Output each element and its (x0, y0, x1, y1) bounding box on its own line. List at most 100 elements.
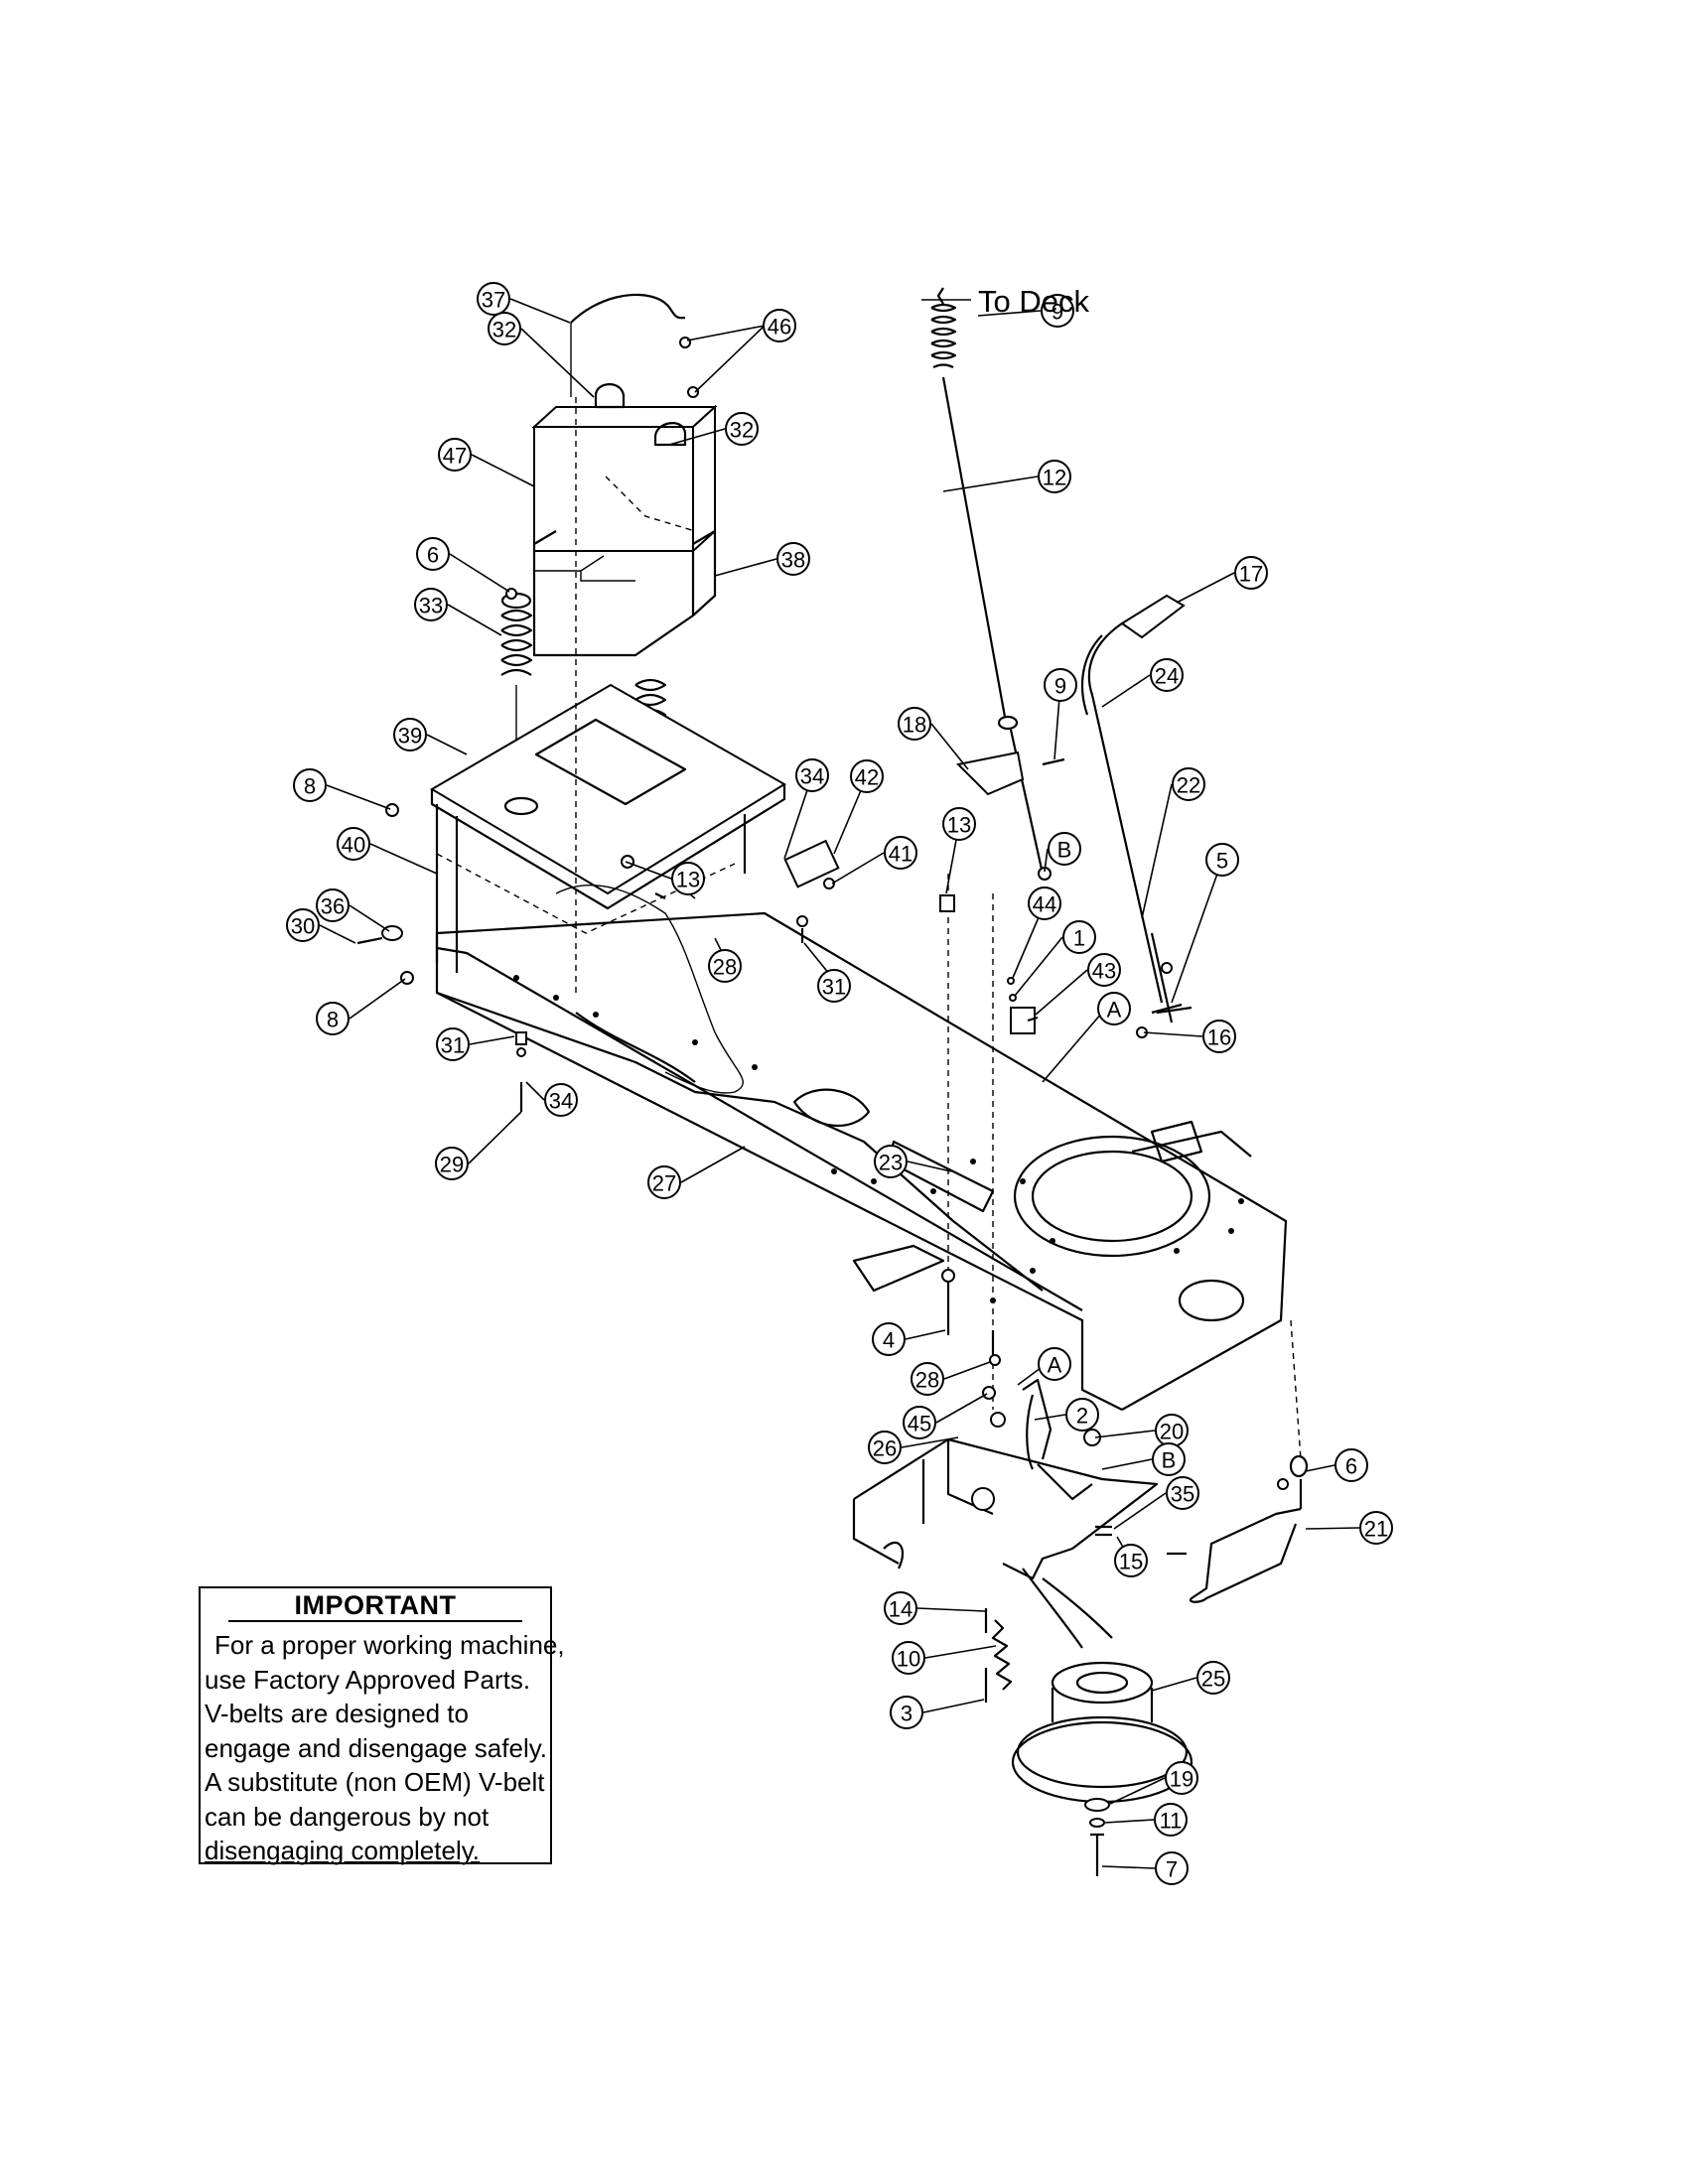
svg-text:41: 41 (889, 842, 912, 867)
callout-29: 29 (435, 1147, 469, 1180)
svg-text:12: 12 (1043, 466, 1066, 490)
callout-23: 23 (874, 1145, 908, 1178)
callout-20: 20 (1155, 1414, 1189, 1447)
callout-A: A (1097, 992, 1131, 1025)
svg-text:15: 15 (1119, 1550, 1143, 1574)
svg-text:11: 11 (1160, 1809, 1183, 1834)
callout-11: 11 (1154, 1803, 1188, 1837)
svg-text:2: 2 (1076, 1404, 1088, 1429)
callout-34: 34 (544, 1083, 578, 1117)
svg-text:10: 10 (897, 1647, 920, 1672)
callout-5: 5 (1205, 843, 1239, 877)
svg-text:4: 4 (883, 1328, 895, 1353)
switch (1010, 1007, 1036, 1034)
rod-eye (1289, 1454, 1309, 1478)
callout-43: 43 (1087, 953, 1121, 987)
svg-text:28: 28 (713, 955, 737, 980)
svg-text:46: 46 (768, 315, 791, 340)
important-line: engage and disengage safely. (205, 1732, 548, 1763)
callout-36: 36 (316, 888, 350, 922)
rod (1189, 1479, 1303, 1603)
bracket (955, 751, 1025, 796)
callout-6: 6 (1334, 1448, 1368, 1482)
callout-6: 6 (416, 537, 450, 571)
important-line: For a proper working machine, (214, 1630, 565, 1660)
svg-text:39: 39 (398, 724, 422, 749)
callout-24: 24 (1150, 658, 1184, 692)
callout-4: 4 (872, 1322, 906, 1356)
svg-text:1: 1 (1073, 926, 1085, 951)
svg-text:8: 8 (304, 774, 316, 799)
svg-text:13: 13 (947, 813, 971, 838)
callout-9: 9 (1044, 668, 1077, 702)
callout-8: 8 (316, 1002, 350, 1035)
callout-19: 19 (1165, 1761, 1198, 1795)
callout-B: B (1048, 832, 1081, 866)
callout-21: 21 (1359, 1511, 1393, 1545)
callout-26: 26 (868, 1431, 902, 1464)
svg-text:30: 30 (291, 914, 315, 939)
svg-text:44: 44 (1033, 892, 1056, 917)
callout-15: 15 (1114, 1544, 1148, 1577)
svg-text:24: 24 (1155, 664, 1179, 689)
callout-13: 13 (671, 862, 705, 895)
guide-lines (575, 397, 1302, 1460)
callout-7: 7 (1155, 1851, 1189, 1885)
callout-39: 39 (393, 718, 427, 751)
svg-text:6: 6 (1345, 1454, 1357, 1479)
callout-27: 27 (647, 1165, 681, 1199)
svg-text:7: 7 (1166, 1857, 1178, 1882)
callout-38: 38 (776, 542, 810, 576)
important-line: A substitute (non OEM) V-belt (205, 1767, 545, 1797)
svg-text:32: 32 (492, 318, 516, 342)
svg-text:25: 25 (1201, 1667, 1225, 1692)
callout-18: 18 (898, 707, 931, 741)
svg-text:22: 22 (1177, 773, 1200, 798)
leader-lines (319, 298, 1360, 1869)
svg-text:26: 26 (873, 1436, 897, 1461)
callout-14: 14 (884, 1591, 917, 1625)
svg-text:5: 5 (1216, 849, 1228, 874)
battery-cable (570, 293, 686, 324)
important-notice: IMPORTANT For a proper working machine, … (199, 1586, 565, 1865)
svg-text:18: 18 (903, 713, 926, 738)
svg-text:34: 34 (800, 764, 824, 789)
svg-text:42: 42 (855, 765, 879, 790)
svg-text:47: 47 (443, 444, 467, 469)
svg-text:21: 21 (1364, 1517, 1388, 1542)
callout-8: 8 (293, 768, 327, 802)
lift-lever (1080, 594, 1193, 1038)
callout-41: 41 (884, 836, 917, 870)
callout-34: 34 (795, 758, 829, 792)
battery-tray (532, 529, 717, 657)
callout-42: 42 (850, 759, 884, 793)
svg-text:43: 43 (1092, 959, 1116, 984)
svg-text:3: 3 (901, 1702, 912, 1726)
callout-12: 12 (1038, 460, 1071, 493)
callout-30: 30 (286, 908, 320, 942)
callout-A: A (1038, 1347, 1071, 1381)
svg-text:31: 31 (441, 1033, 465, 1058)
callout-32: 32 (488, 312, 521, 345)
callout-31: 31 (436, 1027, 470, 1061)
svg-text:8: 8 (327, 1008, 339, 1032)
callout-22: 22 (1172, 767, 1205, 801)
important-title: IMPORTANT (228, 1590, 522, 1622)
svg-text:37: 37 (482, 288, 505, 313)
svg-text:38: 38 (781, 548, 805, 573)
svg-text:40: 40 (342, 833, 365, 858)
part-drawings (356, 287, 1309, 1876)
svg-text:27: 27 (652, 1171, 676, 1196)
callout-47: 47 (438, 438, 472, 472)
svg-text:19: 19 (1170, 1767, 1193, 1792)
svg-text:20: 20 (1160, 1420, 1184, 1444)
svg-text:45: 45 (908, 1412, 931, 1436)
to-deck-label: To Deck (978, 284, 1089, 319)
pulley-bracket (852, 1378, 1159, 1580)
svg-text:16: 16 (1207, 1025, 1231, 1050)
callout-37: 37 (477, 282, 510, 316)
important-line: use Factory Approved Parts. (205, 1664, 531, 1695)
svg-text:6: 6 (427, 543, 439, 568)
callout-35: 35 (1166, 1476, 1199, 1510)
callout-33: 33 (414, 588, 448, 621)
